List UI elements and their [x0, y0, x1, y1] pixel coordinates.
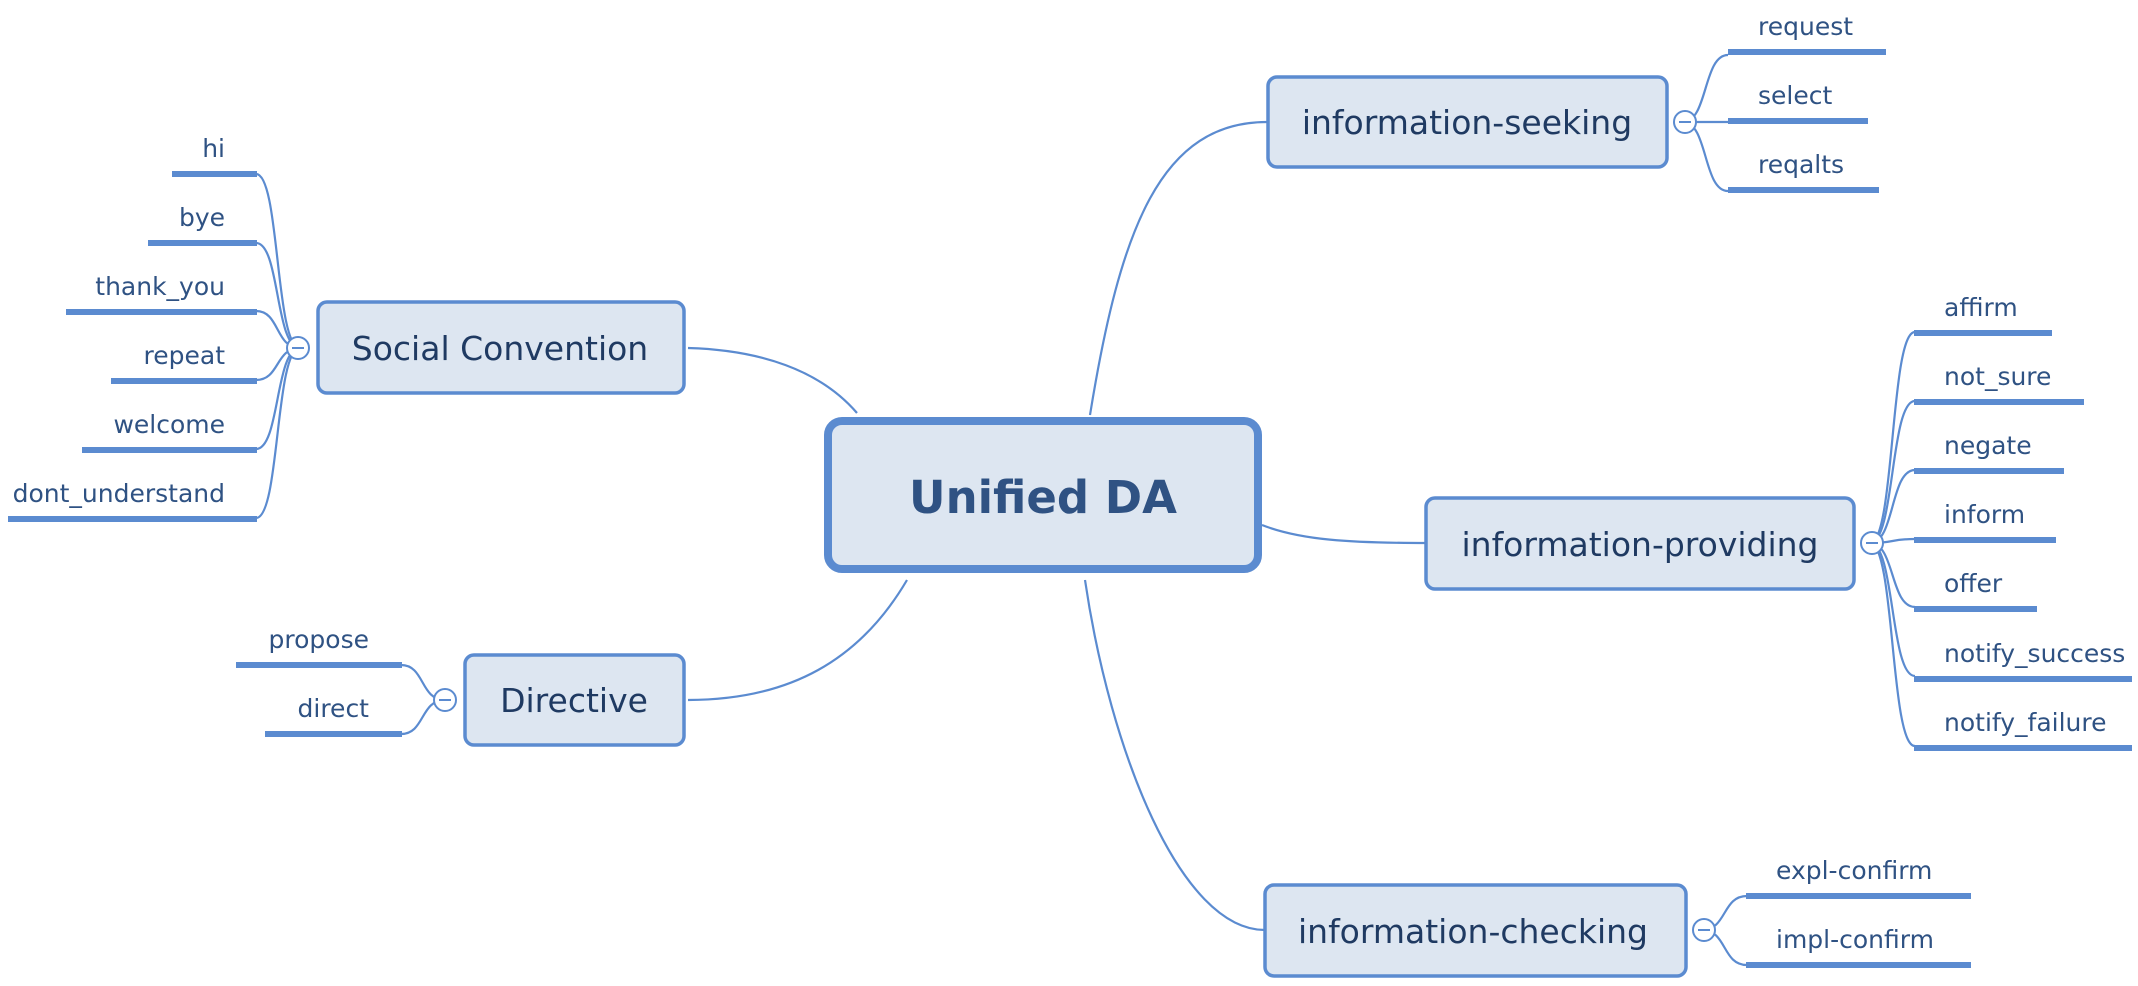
leaves-information-providing: affirm not_sure negate inform offer noti… — [1869, 293, 2132, 751]
connector-information-checking — [1083, 579, 1266, 932]
collapse-minus-icon[interactable] — [286, 336, 310, 360]
leaves-information-checking: expl-confirm impl-confirm — [1701, 856, 1971, 968]
leaf-impl-confirm: impl-confirm — [1776, 925, 1934, 954]
leaves-directive: propose direct — [236, 625, 446, 737]
branch-social-convention[interactable]: Social Convention — [316, 300, 686, 395]
leaf-repeat: repeat — [144, 341, 226, 370]
branch-label-directive: Directive — [500, 681, 648, 720]
branch-label-information-seeking: information-seeking — [1302, 103, 1632, 142]
connector-information-providing — [1261, 523, 1428, 545]
leaves-social-convention: hi bye thank_you repeat welcome dont_und… — [8, 134, 301, 522]
branch-label-information-providing: information-providing — [1461, 525, 1818, 564]
leaf-inform: inform — [1944, 500, 2025, 529]
collapse-minus-icon[interactable] — [433, 688, 457, 712]
leaf-not-sure: not_sure — [1944, 362, 2051, 391]
branch-information-checking[interactable]: information-checking — [1263, 883, 1688, 978]
leaf-expl-confirm: expl-confirm — [1776, 856, 1932, 885]
collapse-minus-icon[interactable] — [1860, 531, 1884, 555]
leaf-propose: propose — [269, 625, 369, 654]
connector-social-convention — [687, 346, 858, 414]
leaf-notify-failure: notify_failure — [1944, 708, 2107, 737]
leaf-dont-understand: dont_understand — [13, 479, 225, 508]
leaf-affirm: affirm — [1944, 293, 2018, 322]
root-node[interactable]: Unified DA — [824, 417, 1262, 573]
leaf-bye: bye — [179, 203, 225, 232]
leaf-thank-you: thank_you — [95, 272, 225, 301]
connector-directive — [687, 579, 908, 702]
leaf-offer: offer — [1944, 569, 2003, 598]
leaf-notify-success: notify_success — [1944, 639, 2125, 668]
leaf-welcome: welcome — [113, 410, 225, 439]
branch-label-information-checking: information-checking — [1298, 912, 1648, 951]
collapse-minus-icon[interactable] — [1692, 918, 1716, 942]
leaf-reqalts: reqalts — [1758, 150, 1844, 179]
branch-label-social-convention: Social Convention — [352, 329, 648, 368]
leaf-select: select — [1758, 81, 1832, 110]
leaf-request: request — [1758, 12, 1853, 41]
collapse-minus-icon[interactable] — [1673, 110, 1697, 134]
branch-information-seeking[interactable]: information-seeking — [1266, 75, 1669, 169]
root-label: Unified DA — [909, 471, 1177, 524]
leaves-information-seeking: request select reqalts — [1682, 12, 1886, 193]
leaf-hi: hi — [202, 134, 225, 163]
connector-information-seeking — [1088, 120, 1271, 416]
branch-directive[interactable]: Directive — [463, 653, 686, 747]
leaf-negate: negate — [1944, 431, 2032, 460]
leaf-direct: direct — [298, 694, 370, 723]
branch-information-providing[interactable]: information-providing — [1424, 496, 1856, 591]
